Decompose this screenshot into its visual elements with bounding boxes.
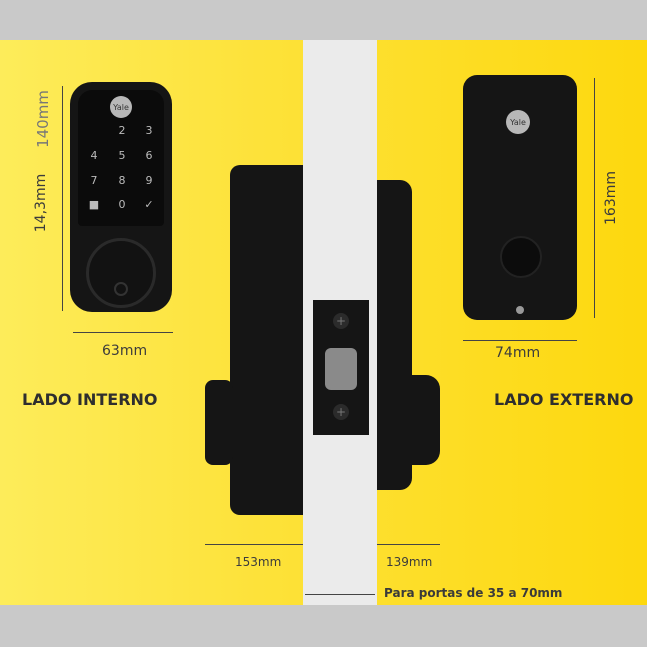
screw-icon: +: [333, 313, 349, 329]
exterior-side-body: [377, 180, 412, 490]
interior-height-label: 14,3mm: [33, 173, 50, 233]
latch-bolt: [325, 348, 357, 390]
left-depth-line: [205, 544, 303, 545]
interior-thumb-turn: [205, 380, 233, 465]
width-dimension-line: [73, 332, 173, 333]
exterior-height-line: [594, 78, 595, 318]
screw-icon: +: [333, 404, 349, 420]
overlay-label: 140mm: [33, 90, 52, 148]
interior-width-label: 63mm: [102, 343, 148, 359]
yale-logo: Yale: [506, 110, 530, 134]
key-0: 0: [118, 198, 126, 211]
key-9: 9: [145, 174, 153, 187]
exterior-knob: [408, 375, 440, 465]
key-6: 6: [145, 149, 153, 162]
key-3: 3: [145, 124, 153, 137]
keyhole-icon: [516, 306, 524, 314]
key-5: 5: [118, 149, 126, 162]
door-thickness-line: [305, 594, 375, 595]
key-8: 8: [118, 174, 126, 187]
left-depth-label: 153mm: [235, 555, 282, 569]
exterior-side-label: LADO EXTERNO: [494, 390, 634, 409]
right-depth-line: [377, 544, 440, 545]
key-cylinder: [86, 238, 156, 308]
exterior-width-label: 74mm: [495, 345, 541, 361]
thumb-turn: [500, 236, 542, 278]
exterior-height-label: 163mm: [603, 171, 619, 225]
yale-logo: Yale: [110, 96, 132, 118]
check-icon: ✓: [144, 198, 154, 211]
right-depth-label: 139mm: [386, 555, 433, 569]
height-dimension-line: [62, 86, 63, 311]
interior-side-body: [230, 165, 303, 515]
exterior-width-line: [463, 340, 577, 341]
key-4: 4: [90, 149, 98, 162]
key-7: 7: [90, 174, 98, 187]
door-thickness-note: Para portas de 35 a 70mm: [384, 586, 563, 600]
key-2: 2: [118, 124, 126, 137]
lock-icon: ■: [88, 198, 100, 211]
keyhole-icon: [114, 282, 128, 296]
interior-side-label: LADO INTERNO: [22, 390, 158, 409]
